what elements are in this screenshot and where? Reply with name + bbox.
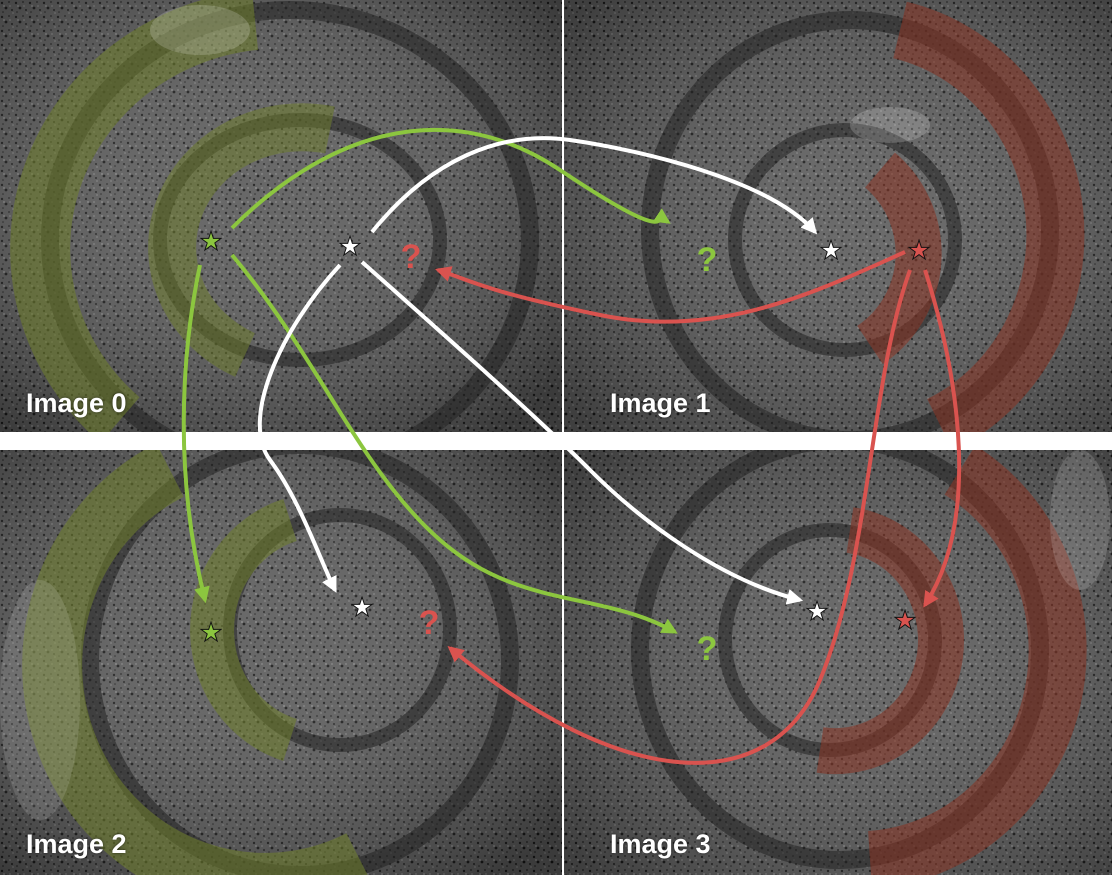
star-icon: ★ [338, 232, 361, 262]
star-icon: ★ [805, 597, 828, 627]
question-mark-icon: ? [401, 238, 422, 276]
arrow-icon [923, 269, 962, 608]
image-panel-2 [0, 450, 562, 875]
arrow-icon [230, 253, 678, 634]
star-icon: ★ [199, 618, 222, 648]
star-icon: ★ [907, 236, 930, 266]
arrow-icon [360, 260, 804, 605]
image-panel-0 [0, 0, 562, 432]
vertical-divider-top [562, 0, 564, 432]
arrow-icon [370, 136, 818, 235]
star-icon: ★ [819, 236, 842, 266]
star-icon: ★ [350, 593, 373, 623]
arrow-icon [434, 250, 906, 324]
panel-label-image-1: Image 1 [610, 388, 711, 418]
star-icon: ★ [893, 606, 916, 636]
panel-label-image-2: Image 2 [26, 829, 127, 859]
vertical-divider-bottom [562, 450, 564, 875]
star-icon: ★ [199, 227, 222, 257]
panel-label-image-0: Image 0 [26, 388, 127, 418]
arrow-icon [447, 269, 912, 765]
horizontal-divider [0, 432, 1112, 450]
panel-label-image-3: Image 3 [610, 829, 711, 859]
image-panel-3 [564, 450, 1112, 875]
question-mark-icon: ? [419, 604, 440, 642]
arrow-icon [257, 263, 342, 593]
question-mark-icon: ? [697, 241, 718, 279]
arrow-icon [230, 127, 671, 230]
arrow-icon [181, 264, 210, 604]
question-mark-icon: ? [697, 630, 718, 668]
